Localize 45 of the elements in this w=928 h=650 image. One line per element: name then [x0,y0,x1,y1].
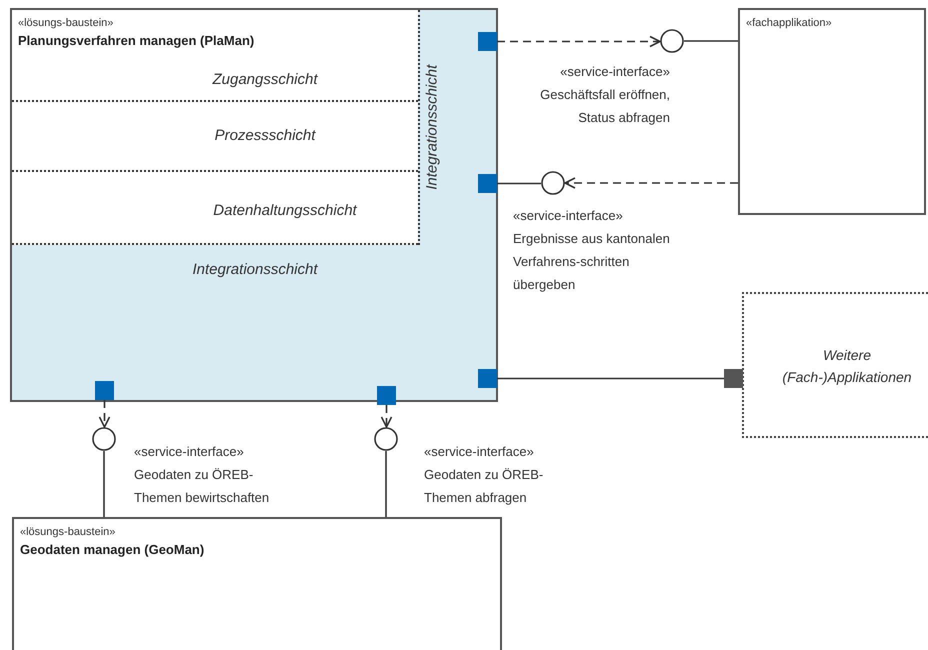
component-box [10,8,498,402]
connector-line [684,40,738,42]
layer-band [12,172,418,245]
connector-line [103,451,105,517]
interface-name: Geodaten zu ÖREB-Themen bewirtschaften [134,466,270,507]
stereotype-text: «service-interface» [134,443,245,461]
connector-line [497,182,541,184]
dependency-arrow [380,405,392,428]
layer-name: Zugangsschicht [212,70,318,90]
interface-circle [374,427,398,451]
port-square [478,369,497,388]
port-square [478,174,497,193]
layer-name: Prozessschicht [214,126,316,146]
port-square [377,386,396,405]
layer-name: Integrationsschicht [422,64,442,190]
dependency-arrow [98,400,110,428]
dependency-arrow [497,36,661,48]
port-square [95,381,114,400]
port-square [478,32,497,51]
interface-circle [92,427,116,451]
layer-name: Integrationsschicht [191,260,319,280]
connector-line [497,378,724,380]
component-box [12,517,502,650]
component-title: Geodaten managen (GeoMan) [20,541,206,559]
application-name: Weitere (Fach-)Applikationen [781,346,913,387]
interface-name: Geodaten zu ÖREB-Themen abfragen [424,466,544,507]
layer-name: Datenhaltungsschicht [213,201,357,222]
component-box [738,8,926,215]
layer-band [12,60,418,102]
port-square [724,369,743,388]
component-title: Planungsverfahren managen (PlaMan) [18,32,256,50]
stereotype-text: «service-interface» [424,443,535,461]
stereotype-text: «lösungs-baustein» [20,525,116,540]
layer-band [12,102,418,172]
dependency-arrow [564,177,738,189]
interface-name: Geschäftsfall eröffnen, Status abfragen [539,86,670,127]
stereotype-text: «fachapplikation» [746,16,833,31]
interface-circle [541,171,565,195]
interface-name: Ergebnisse aus kantonalen Verfahrens-schritten übergeben [513,230,671,294]
stereotype-text: «service-interface» [559,63,670,81]
interface-circle [660,29,684,53]
stereotype-text: «service-interface» [513,207,624,225]
connector-line [385,451,387,517]
application-box [742,292,928,438]
stereotype-text: «lösungs-baustein» [18,16,114,31]
